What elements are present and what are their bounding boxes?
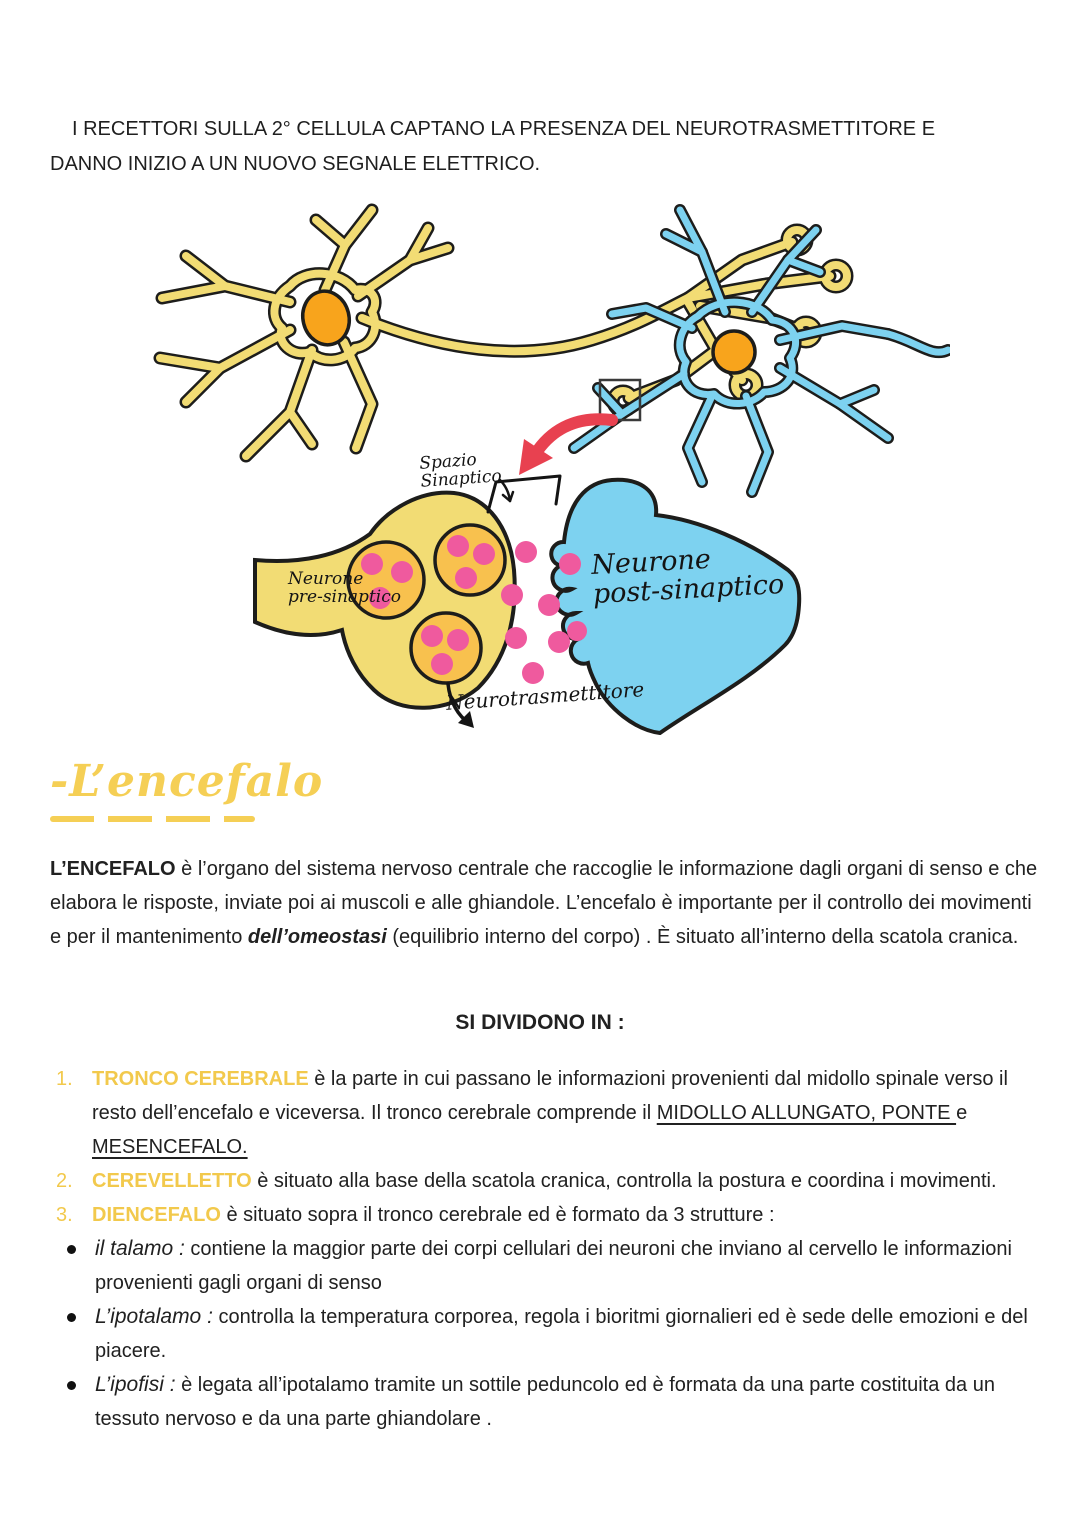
intro-line-2: DANNO INIZIO A UN NUOVO SEGNALE ELETTRIC… <box>50 153 541 175</box>
cleft-bracket <box>486 474 562 514</box>
neuron-illustration <box>140 190 950 735</box>
bullet-item-talamo: il talamo : contiene la maggior parte de… <box>50 1232 1042 1300</box>
divider-title: SI DIVIDONO IN : <box>455 1011 625 1034</box>
bullet-text: contiene la maggior parte dei corpi cell… <box>95 1238 1012 1294</box>
underlined-text: MIDOLLO ALLUNGATO, PONTE <box>656 1102 957 1124</box>
label-spazio-sinaptico: Spazio Sinaptico <box>418 449 503 493</box>
list-text: è situato sopra il tronco cerebrale ed è… <box>220 1204 775 1226</box>
list-item-diencefalo: 3. DIENCEFALO è situato sopra il tronco c… <box>50 1198 1042 1232</box>
bullet-item-ipotalamo: L’ipotalamo : controlla la temperatura c… <box>50 1300 1042 1368</box>
intro-text: I RECETTORI SULLA 2° CELLULA CAPTANO LA … <box>50 112 1015 182</box>
list-term: DIENCEFALO <box>92 1204 221 1226</box>
encefalo-paragraph: L’ENCEFALO è l’organo del sistema nervos… <box>50 852 1038 954</box>
list-item-cerevelletto: 2. CEREVELLETTO è situato alla base della… <box>50 1164 1042 1198</box>
release-arrow-icon <box>446 682 474 728</box>
list-number: 2. <box>56 1170 73 1192</box>
list-text: è situato alla base della scatola cranic… <box>251 1170 997 1192</box>
heading-underline <box>50 816 255 822</box>
synapse-diagram: Spazio Sinaptico Neurone pre-sinaptico N… <box>140 190 950 735</box>
bullet-dot-icon <box>67 1313 76 1322</box>
paragraph-emphasis: dell’omeostasi <box>247 926 387 948</box>
postsynaptic-neuron-illustration <box>574 210 948 492</box>
list-term: CEREVELLETTO <box>92 1170 252 1192</box>
presynaptic-neuron-illustration <box>160 210 847 456</box>
paragraph-text-1: è l’organo del sistema nervoso centrale … <box>50 858 1038 948</box>
bullet-dot-icon <box>67 1245 76 1254</box>
bullet-text: controlla la temperatura corporea, regol… <box>95 1306 1028 1362</box>
synapse-enlargement-illustration <box>253 474 802 735</box>
structures-list: 1. TRONCO CEREBRALE è la parte in cui pas… <box>50 1062 1042 1436</box>
zoom-arrow-icon <box>519 413 618 475</box>
label-neurone-pre-sinaptico: Neurone pre-sinaptico <box>288 569 401 608</box>
underlined-text: MESENCEFALO. <box>92 1136 248 1158</box>
cleft-neurotransmitter-dots <box>501 541 587 684</box>
section-heading: -L’encefalo <box>50 756 324 807</box>
postsynaptic-terminal-shape <box>549 477 802 735</box>
bullet-term: il talamo : <box>95 1237 185 1260</box>
label-neurone-post-sinaptico: Neurone post-sinaptico <box>590 543 785 611</box>
bullet-dot-icon <box>67 1381 76 1390</box>
list-number: 1. <box>56 1068 73 1090</box>
list-item-tronco-cerebrale: 1. TRONCO CEREBRALE è la parte in cui pas… <box>50 1062 1042 1164</box>
presynaptic-nucleus <box>300 289 352 347</box>
bullet-item-ipofisi: L’ipofisi : è legata all’ipotalamo trami… <box>50 1368 1042 1436</box>
list-term: TRONCO CEREBRALE <box>92 1068 309 1090</box>
vesicle-neurotransmitter-dots <box>361 535 495 675</box>
bullet-text: è legata all’ipotalamo tramite un sottil… <box>95 1374 995 1430</box>
list-number: 3. <box>56 1204 73 1226</box>
list-text: è la parte in cui passano le informazion… <box>92 1068 1008 1124</box>
zoom-box <box>598 378 642 422</box>
bullet-term: L’ipotalamo : <box>95 1305 213 1328</box>
bullet-term: L’ipofisi : <box>95 1373 176 1396</box>
list-text: e <box>956 1102 968 1124</box>
postsynaptic-nucleus <box>711 329 757 375</box>
paragraph-lead: L’ENCEFALO <box>50 858 176 880</box>
intro-line-1: I RECETTORI SULLA 2° CELLULA CAPTANO LA … <box>72 118 936 140</box>
paragraph-text-2: (equilibrio interno del corpo) . È situa… <box>386 926 1019 948</box>
